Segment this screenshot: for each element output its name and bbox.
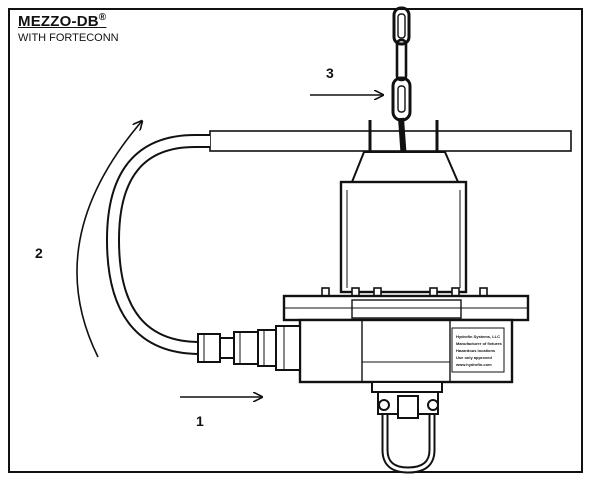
nameplate-line-5: www.hydrofin.com bbox=[455, 362, 492, 367]
diagram-frame bbox=[8, 8, 583, 473]
product-subtitle: WITH FORTECONN bbox=[18, 32, 119, 44]
title-block: MEZZO-DB® WITH FORTECONN bbox=[18, 12, 119, 44]
nameplate-line-4: Use only approved bbox=[456, 355, 492, 360]
conduit-fitting bbox=[197, 325, 301, 371]
step-label-2: 2 bbox=[35, 245, 43, 261]
product-title-text: MEZZO-DB bbox=[18, 13, 99, 30]
step-label-1: 1 bbox=[196, 413, 204, 429]
mounting-rail bbox=[209, 130, 572, 152]
upper-housing bbox=[339, 180, 468, 294]
bottom-mount bbox=[371, 381, 443, 419]
mounting-bracket bbox=[350, 151, 460, 183]
nameplate-line-1: Hydrofin Systems, LLC bbox=[456, 334, 500, 339]
product-title: MEZZO-DB® bbox=[18, 12, 119, 30]
registered-mark: ® bbox=[98, 12, 107, 23]
u-bolt bbox=[381, 415, 436, 474]
nameplate-line-3: Hazardous locations bbox=[456, 348, 496, 353]
arrow-step-2 bbox=[76, 121, 142, 358]
nameplate: Hydrofin Systems, LLC Manufacturer of fi… bbox=[451, 327, 505, 373]
nameplate-line-2: Manufacturer of fixtures bbox=[456, 341, 503, 346]
hanging-chain bbox=[391, 6, 412, 122]
step-label-3: 3 bbox=[326, 65, 334, 81]
